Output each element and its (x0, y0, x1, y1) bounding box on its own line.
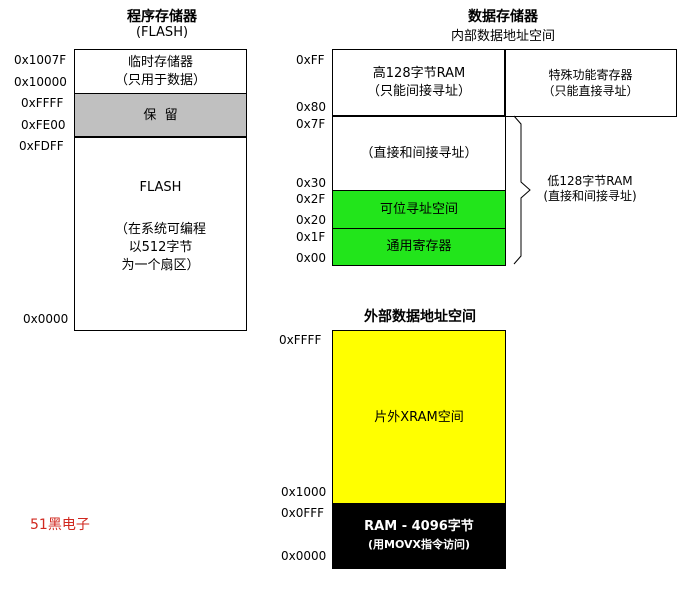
general-registers-label: 通用寄存器 (386, 239, 452, 254)
reserved-block: 保 留 (74, 93, 247, 138)
ram-note: (用MOVX指令访问) (367, 538, 471, 551)
program-memory-title: 程序存储器 (127, 9, 197, 25)
address-label: 0x0000 (23, 312, 69, 326)
address-label: 0xFDFF (19, 139, 64, 153)
address-label: 0xFF (296, 53, 325, 67)
address-label: 0x80 (296, 100, 327, 114)
upper-ram-note: （只能间接寻址） (366, 84, 471, 99)
flash-note-line3: 为一个扇区） (121, 258, 200, 273)
ram-label: RAM - 4096字节 (364, 519, 474, 534)
address-label: 0x00 (296, 251, 327, 265)
direct-indirect-label: （直接和间接寻址） (360, 145, 478, 161)
sfr-block: 特殊功能寄存器 （只能直接寻址） (504, 49, 677, 117)
bit-addressable-block: 可位寻址空间 (332, 190, 506, 230)
xram-block: 片外XRAM空间 (332, 330, 506, 505)
data-memory-subtitle: 内部数据地址空间 (450, 29, 555, 44)
address-label: 0xFE00 (21, 118, 66, 132)
address-label: 0x30 (296, 176, 327, 190)
address-label: 0x2F (296, 192, 326, 206)
address-label: 0x1000 (281, 485, 327, 499)
address-label: 0xFFFF (21, 96, 64, 110)
data-memory-title: 数据存储器 (468, 9, 538, 25)
upper-ram-label: 高128字节RAM (372, 66, 466, 81)
address-label: 0xFFFF (279, 333, 322, 347)
flash-note-line1: （在系统可编程 (114, 222, 206, 237)
watermark: 51黑电子 (30, 517, 90, 533)
lower-ram-label: 低128字节RAM (547, 174, 633, 188)
upper-ram-block: 高128字节RAM （只能间接寻址） (332, 49, 506, 117)
sfr-note: （只能直接寻址） (542, 84, 639, 98)
scratchpad-label: 临时存储器 (127, 55, 193, 70)
address-label: 0x0000 (281, 549, 327, 563)
lower-ram-brace (513, 115, 531, 265)
program-memory-subtitle: (FLASH) (135, 25, 189, 40)
address-label: 0x1F (296, 230, 326, 244)
flash-note-line2: 以512字节 (128, 240, 193, 255)
bit-addressable-label: 可位寻址空间 (379, 202, 458, 217)
scratchpad-block: 临时存储器 （只用于数据） (74, 49, 247, 95)
address-label: 0x0FFF (281, 506, 325, 520)
lower-ram-note: 低128字节RAM (直接和间接寻址) (540, 174, 640, 204)
address-label: 0x7F (296, 117, 326, 131)
general-registers-block: 通用寄存器 (332, 228, 506, 266)
xram-label: 片外XRAM空间 (374, 409, 464, 425)
direct-indirect-block: （直接和间接寻址） (332, 115, 506, 192)
external-memory-title: 外部数据地址空间 (364, 309, 476, 325)
sfr-label: 特殊功能寄存器 (548, 68, 633, 82)
reserved-label: 保 留 (143, 107, 178, 123)
flash-block: FLASH （在系统可编程 以512字节 为一个扇区） (74, 136, 247, 331)
lower-ram-access: (直接和间接寻址) (543, 189, 637, 203)
ram-block: RAM - 4096字节 (用MOVX指令访问) (332, 503, 506, 569)
scratchpad-note: （只用于数据） (114, 73, 206, 88)
address-label: 0x10000 (14, 75, 67, 89)
address-label: 0x20 (296, 213, 327, 227)
address-label: 0x1007F (14, 53, 67, 67)
flash-label: FLASH (139, 180, 182, 195)
